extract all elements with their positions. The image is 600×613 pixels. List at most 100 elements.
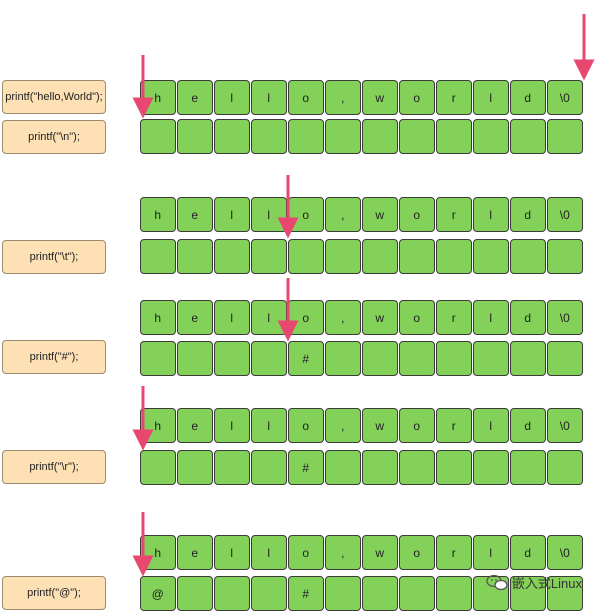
buffer-cell <box>547 119 583 154</box>
buffer-cell: , <box>325 535 361 570</box>
buffer-cell <box>399 450 435 485</box>
buffer-cell <box>510 576 546 611</box>
buffer-cell: l <box>473 408 509 443</box>
buffer-cell <box>362 119 398 154</box>
buffer-cell: l <box>251 535 287 570</box>
buffer-cell <box>214 450 250 485</box>
buffer-cell <box>436 450 472 485</box>
buffer-cell: \0 <box>547 197 583 232</box>
buffer-cell: l <box>251 300 287 335</box>
buffer-cell <box>399 576 435 611</box>
buffer-cell: \0 <box>547 300 583 335</box>
buffer-cell <box>399 119 435 154</box>
buffer-cell <box>177 450 213 485</box>
code-label-printf-tab: printf("\t"); <box>2 240 106 274</box>
buffer-cell: d <box>510 197 546 232</box>
code-label-printf-hello: printf("hello,World"); <box>2 80 106 114</box>
buffer-cell: e <box>177 535 213 570</box>
buffer-cell: h <box>140 197 176 232</box>
buffer-cell: l <box>214 535 250 570</box>
buffer-cell: o <box>288 197 324 232</box>
buffer-cell: \0 <box>547 408 583 443</box>
buffer-cell <box>436 341 472 376</box>
buffer-cell <box>214 239 250 274</box>
buffer-cell: o <box>399 80 435 115</box>
buffer-cell <box>436 239 472 274</box>
wechat-icon <box>486 574 508 590</box>
buffer-cell <box>177 239 213 274</box>
buffer-cell <box>251 239 287 274</box>
buffer-cell: d <box>510 535 546 570</box>
buffer-cell <box>288 119 324 154</box>
buffer-cell <box>473 341 509 376</box>
buffer-cell <box>362 341 398 376</box>
buffer-cell <box>140 119 176 154</box>
buffer-row <box>140 119 584 156</box>
buffer-cell <box>214 576 250 611</box>
buffer-cell <box>140 450 176 485</box>
buffer-cell: e <box>177 197 213 232</box>
buffer-cell: # <box>288 576 324 611</box>
buffer-cell: e <box>177 300 213 335</box>
buffer-cell: e <box>177 80 213 115</box>
buffer-cell: w <box>362 80 398 115</box>
buffer-cell: l <box>214 80 250 115</box>
buffer-cell <box>362 576 398 611</box>
buffer-cell <box>325 341 361 376</box>
buffer-cell <box>473 450 509 485</box>
buffer-cell <box>214 341 250 376</box>
buffer-cell <box>140 341 176 376</box>
code-label-printf-at: printf("@"); <box>2 576 106 610</box>
watermark: 嵌入式Linux <box>486 573 582 592</box>
buffer-cell: l <box>473 197 509 232</box>
buffer-cell: w <box>362 300 398 335</box>
buffer-cell <box>547 239 583 274</box>
buffer-cell <box>325 119 361 154</box>
buffer-row: @# <box>140 576 584 613</box>
buffer-cell: , <box>325 197 361 232</box>
buffer-row: # <box>140 341 584 378</box>
buffer-cell: w <box>362 535 398 570</box>
buffer-cell: o <box>399 197 435 232</box>
watermark-text: 嵌入式Linux <box>511 576 582 591</box>
buffer-cell <box>547 341 583 376</box>
buffer-cell: o <box>288 300 324 335</box>
buffer-cell <box>399 239 435 274</box>
buffer-cell <box>325 450 361 485</box>
buffer-cell <box>251 119 287 154</box>
buffer-cell <box>510 341 546 376</box>
buffer-cell <box>510 450 546 485</box>
code-label-printf-hash: printf("#"); <box>2 340 106 374</box>
buffer-cell: o <box>288 535 324 570</box>
buffer-cell: # <box>288 450 324 485</box>
buffer-cell <box>177 576 213 611</box>
buffer-cell <box>251 341 287 376</box>
buffer-cell <box>140 239 176 274</box>
buffer-cell <box>325 576 361 611</box>
buffer-cell: \0 <box>547 80 583 115</box>
buffer-cell <box>547 450 583 485</box>
buffer-cell <box>288 239 324 274</box>
buffer-cell <box>436 576 472 611</box>
buffer-cell: o <box>399 408 435 443</box>
buffer-cell <box>473 119 509 154</box>
buffer-cell: r <box>436 535 472 570</box>
buffer-cell <box>436 119 472 154</box>
buffer-cell: o <box>288 80 324 115</box>
buffer-cell: l <box>214 408 250 443</box>
buffer-cell: # <box>288 341 324 376</box>
buffer-cell: d <box>510 300 546 335</box>
buffer-cell <box>177 119 213 154</box>
buffer-cell: r <box>436 408 472 443</box>
buffer-cell <box>362 239 398 274</box>
buffer-cell: , <box>325 300 361 335</box>
buffer-cell: e <box>177 408 213 443</box>
buffer-row <box>140 239 584 276</box>
buffer-cell <box>399 341 435 376</box>
code-label-printf-newline: printf("\n"); <box>2 120 106 154</box>
buffer-cell <box>251 576 287 611</box>
buffer-cell: , <box>325 80 361 115</box>
